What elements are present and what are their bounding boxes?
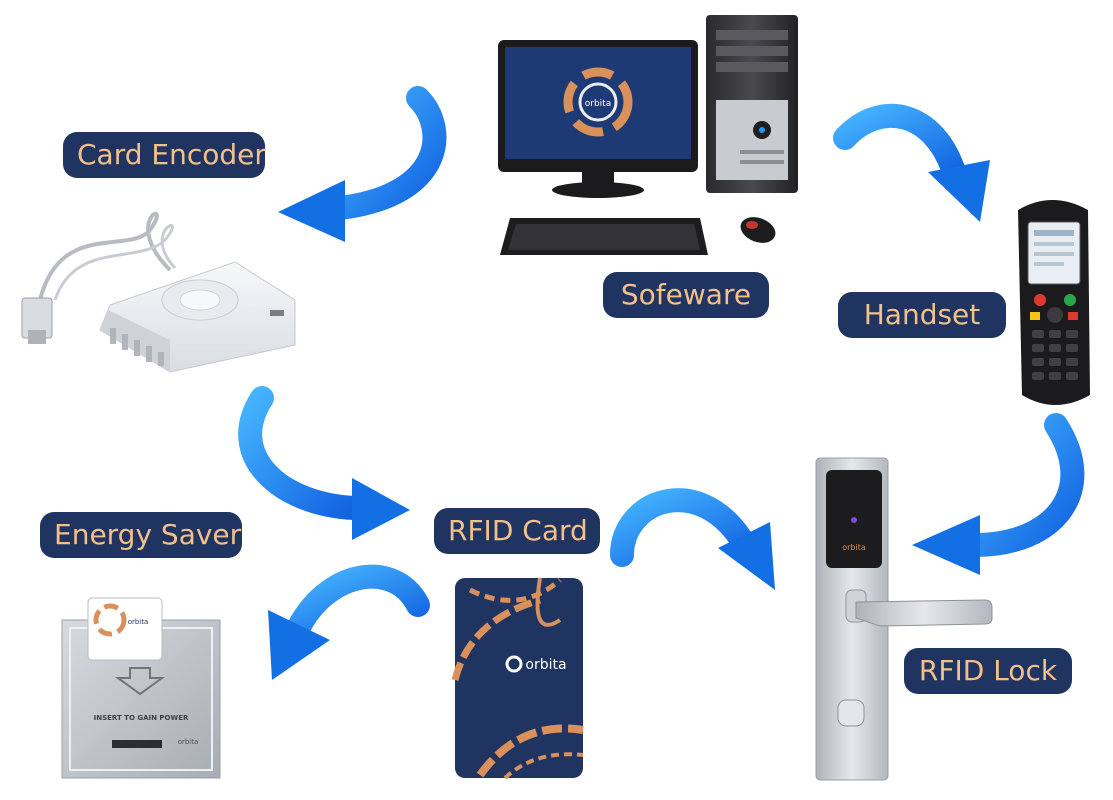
arrow-software-to-encoder bbox=[278, 86, 447, 242]
card-brand-text: orbita bbox=[525, 657, 566, 673]
door-lock-icon: orbita bbox=[815, 457, 993, 781]
switch-brand-text: orbita bbox=[178, 738, 199, 746]
insert-to-gain-power-text: INSERT TO GAIN POWER bbox=[94, 714, 189, 722]
label-rfid-lock: RFID Lock bbox=[904, 648, 1072, 694]
label-handset: Handset bbox=[838, 292, 1006, 338]
label-card-encoder: Card Encoder bbox=[63, 132, 266, 178]
arrow-software-to-handset bbox=[833, 103, 990, 222]
arrow-encoder-to-card bbox=[238, 386, 410, 540]
arrow-card-to-lock bbox=[610, 488, 775, 590]
arrow-card-to-energy-saver bbox=[268, 564, 430, 680]
desktop-computer-icon: orbita bbox=[498, 15, 798, 255]
energy-saver-switch-icon: orbita INSERT TO GAIN POWER orbita bbox=[61, 597, 221, 779]
keycard-brand-text: orbita bbox=[128, 618, 149, 626]
label-software: Sofeware bbox=[603, 272, 769, 318]
rfid-card-icon: orbita bbox=[451, 577, 584, 780]
arrow-handset-to-lock bbox=[912, 413, 1085, 575]
card-encoder-icon bbox=[21, 211, 296, 373]
monitor-brand-text: orbita bbox=[585, 99, 611, 109]
label-energy-saver: Energy Saver bbox=[40, 512, 242, 558]
label-rfid-card: RFID Card bbox=[434, 508, 600, 554]
handheld-terminal-icon bbox=[1018, 200, 1090, 405]
lock-brand-text: orbita bbox=[842, 543, 866, 552]
